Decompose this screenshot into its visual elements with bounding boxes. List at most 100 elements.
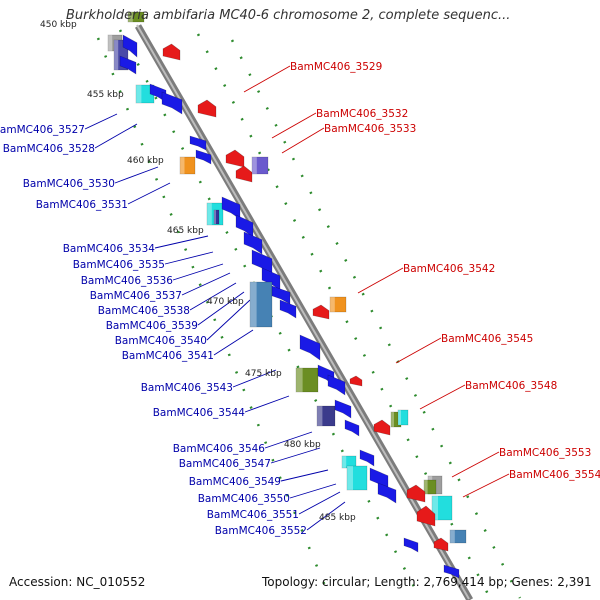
leader-line-right	[395, 337, 442, 364]
feature-cyan-f-body	[431, 495, 453, 521]
gene-label-reverse: BamMC406_3548	[465, 380, 557, 392]
leader-line-left	[172, 263, 224, 281]
leader-line-left	[306, 501, 346, 531]
kbp-tick-label: 460 kbp	[127, 156, 164, 166]
feature-orange-a-body	[179, 156, 196, 175]
feature-olive-a-body	[295, 367, 319, 393]
feature-navy-a-shine	[317, 406, 323, 426]
feature-cyan-c-body	[397, 409, 409, 426]
feature-cyan-f	[431, 495, 453, 521]
leader-line-left	[206, 299, 251, 341]
kbp-tick-label: 450 kbp	[40, 20, 77, 30]
feature-olive-top	[127, 11, 145, 23]
feature-orange-a-shine	[180, 157, 185, 174]
gene-label-reverse: BamMC406_3545	[441, 333, 533, 345]
gene-label-reverse: BamMC406_3542	[403, 263, 495, 275]
map-title: Burkholderia ambifaria MC40-6 chromosome…	[66, 8, 511, 23]
feature-purple-a-body	[251, 156, 269, 175]
gene-label-forward: BamMC406_3540	[115, 335, 207, 347]
leader-line-left	[127, 182, 171, 205]
feature-gray-a-shine	[108, 35, 113, 51]
gene-label-forward: BamMC406_3550	[198, 493, 290, 505]
feature-steel-b-shine	[450, 530, 455, 543]
feature-cyan-b-shine	[207, 203, 212, 225]
topology-summary: Topology: circular; Length: 2,769,414 bp…	[262, 575, 592, 589]
leader-line-right	[462, 473, 510, 498]
cds-reverse-3542	[312, 304, 330, 320]
leader-line-right	[243, 65, 291, 93]
leader-line-left	[94, 123, 138, 149]
cds-forward-13	[279, 299, 297, 319]
gene-label-reverse: BamMC406_3533	[324, 123, 416, 135]
leader-line-left	[154, 235, 209, 249]
cds-forward-21	[377, 482, 397, 504]
leader-line-left	[298, 491, 341, 515]
feature-olive-c-shine	[424, 480, 428, 494]
cds-forward-23	[443, 564, 460, 579]
cds-forward-04	[161, 91, 183, 115]
cds-forward-02	[119, 55, 137, 75]
gene-label-forward: BamMC406_3535	[73, 259, 165, 271]
cds-forward-05	[189, 135, 207, 151]
gene-label-forward: BamMC406_3539	[106, 320, 198, 332]
cds-forward-22	[403, 537, 419, 553]
cds-forward-06	[195, 149, 212, 165]
feature-cyan-d-shine	[342, 456, 347, 468]
backbone-layer	[134, 24, 474, 600]
feature-steel-long	[249, 281, 273, 328]
gene-label-forward: BamMC406_3527	[0, 124, 85, 136]
feature-olive-b-shine	[391, 412, 394, 427]
cds-forward-07	[221, 196, 241, 220]
cds-forward-14	[299, 334, 321, 361]
gene-label-forward: BamMC406_3536	[81, 275, 174, 287]
accession-text: Accession: NC_010552	[9, 575, 146, 589]
cds-forward-11	[261, 267, 281, 291]
feature-orange-a	[179, 156, 196, 175]
feature-navy-stripe-body	[213, 209, 220, 225]
cds-forward-19	[359, 449, 375, 467]
feature-olive-c-body	[423, 479, 437, 495]
feature-cyan-c	[397, 409, 409, 426]
feature-cyan-d	[341, 455, 357, 469]
cds-reverse-3533a	[225, 149, 245, 168]
cds-forward-12	[271, 285, 291, 305]
leader-line-left	[280, 469, 329, 482]
feature-cyan-f-shine	[432, 496, 438, 520]
gene-label-forward: BamMC406_3552	[215, 525, 307, 537]
gene-label-reverse: BamMC406_3553	[499, 447, 591, 459]
leader-line-left	[289, 483, 337, 499]
leader-line-right	[281, 127, 325, 154]
gene-label-forward: BamMC406_3534	[63, 243, 156, 255]
feature-cyan-c-shine	[398, 410, 401, 425]
feature-cyan-e	[346, 465, 368, 491]
cds-reverse-bottom	[433, 537, 449, 552]
cds-forward-09	[243, 231, 263, 255]
feature-navy-stripe-shine	[214, 210, 216, 224]
cds-reverse-3532	[197, 99, 217, 118]
leader-line-left	[181, 272, 231, 296]
gene-label-reverse: BamMC406_3532	[316, 108, 408, 120]
leader-line-left	[270, 447, 321, 464]
feature-orange-b-shine	[330, 297, 335, 312]
feature-purple-a	[251, 156, 269, 175]
kbp-tick-label: 480 kbp	[284, 440, 321, 450]
gene-label-forward: BamMC406_3547	[179, 458, 271, 470]
feature-steel-b-body	[449, 529, 467, 544]
leader-line-right	[451, 451, 500, 478]
kbp-tick-label: 465 kbp	[167, 226, 204, 236]
kbp-tick-label: 475 kbp	[245, 369, 282, 379]
cds-forward-01	[122, 34, 138, 58]
feature-orange-b-body	[329, 296, 347, 313]
leader-lines-layer	[84, 65, 510, 531]
kbp-tick-label: 455 kbp	[87, 90, 124, 100]
gene-label-forward: BamMC406_3546	[173, 443, 266, 455]
cds-forward-17	[334, 399, 352, 419]
gene-label-reverse: BamMC406_3529	[290, 61, 382, 73]
feature-cyan-a-shine	[136, 85, 142, 103]
gene-label-forward: BamMC406_3530	[23, 178, 115, 190]
feature-navy-a	[316, 405, 336, 427]
gene-label-forward: BamMC406_3538	[98, 305, 190, 317]
